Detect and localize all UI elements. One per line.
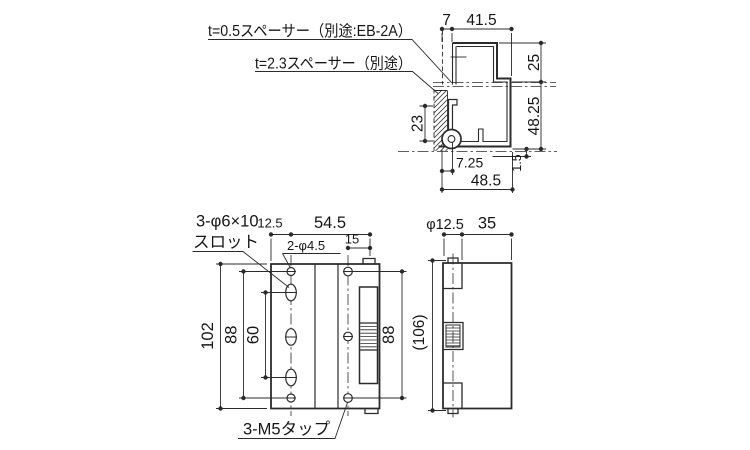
leader-tap [238,402,348,439]
leader-spacer-t23 [255,71,439,94]
dim-7-25: 7.25 [456,155,483,171]
dim-left-23: 23 [410,103,433,144]
dim-front-left: 102 88 60 [199,261,287,411]
section-view: t=0.5スペーサー（別途:EB-2A） t=2.3スペーサー（別途） 7 41… [208,12,557,193]
side-bottom-nub [447,408,459,415]
spacer-t05-label: t=0.5スペーサー（別途:EB-2A） [208,22,412,40]
latch-arm [447,98,458,130]
profile-outline [438,42,512,148]
hole-label: 2-φ4.5 [282,238,341,269]
dim-7: 7 [442,12,451,29]
dim-front-right: 88 [353,269,407,401]
dim-top-width: 7 41.5 [439,12,514,76]
front-view: 12.5 54.5 15 102 88 60 88 3-φ6×10 スロット [192,213,407,439]
roller-housing-front [358,286,379,385]
side-body [442,262,513,410]
profile-inner-line [456,45,508,143]
dim-side-top: φ12.5 35 [426,215,514,260]
leader-hole [282,253,341,269]
hole-label-text: 2-φ4.5 [287,238,325,253]
dim-1-5: 1.5 [510,154,524,171]
dim-12-5: 12.5 [257,216,282,231]
tap-label-text: 3-M5タップ [243,420,331,439]
knurl-side [446,327,460,347]
dim-offset-1-5: 1.5 [492,146,531,172]
dim-23: 23 [410,115,427,132]
slot-label: 3-φ6×10 スロット [192,213,290,288]
bracket-internal-edges [314,264,339,409]
dim-side-left: (106) [411,258,446,413]
dim-41-5: 41.5 [466,12,496,29]
dim-60: 60 [245,326,263,344]
roller-hub [447,135,456,143]
dim-dia-12-5: φ12.5 [426,217,464,233]
side-view: φ12.5 35 (106) [411,215,514,418]
spacer-t23-label: t=2.3スペーサー（別途） [255,55,412,73]
top-tab [362,257,376,264]
dim-front-top: 12.5 54.5 15 [257,214,373,261]
dim-right-heights: 25 48.25 [499,40,546,152]
dim-88-left: 88 [223,326,241,344]
dim-106: (106) [411,314,428,350]
dim-102: 102 [199,322,217,350]
mount-holes [286,266,296,403]
side-top-nub [447,257,459,263]
tap-label: 3-M5タップ [238,402,348,439]
bottom-tab [364,408,379,415]
spacer-strip [451,43,457,85]
side-roller [443,321,464,351]
dim-bottom-widths: 7.25 48.5 [439,142,515,193]
slot-label-line2: スロット [193,234,259,252]
dim-35: 35 [478,215,496,233]
slot-label-line1: 3-φ6×10 [196,213,259,231]
bracket-outline [270,263,381,410]
side-bottom-hinge [443,382,463,409]
dim-25: 25 [526,54,543,71]
knurl-front [360,326,377,348]
tap-holes [343,266,353,403]
side-top-hinge [443,263,463,290]
dim-54-5: 54.5 [314,214,346,232]
dim-48-5: 48.5 [471,173,501,190]
leader-spacer-t05 [208,39,453,84]
leader-slot [192,251,290,288]
dim-15: 15 [345,232,359,247]
dim-48-25: 48.25 [526,97,543,136]
dim-88-right: 88 [380,326,398,344]
mount-slots [285,283,297,387]
